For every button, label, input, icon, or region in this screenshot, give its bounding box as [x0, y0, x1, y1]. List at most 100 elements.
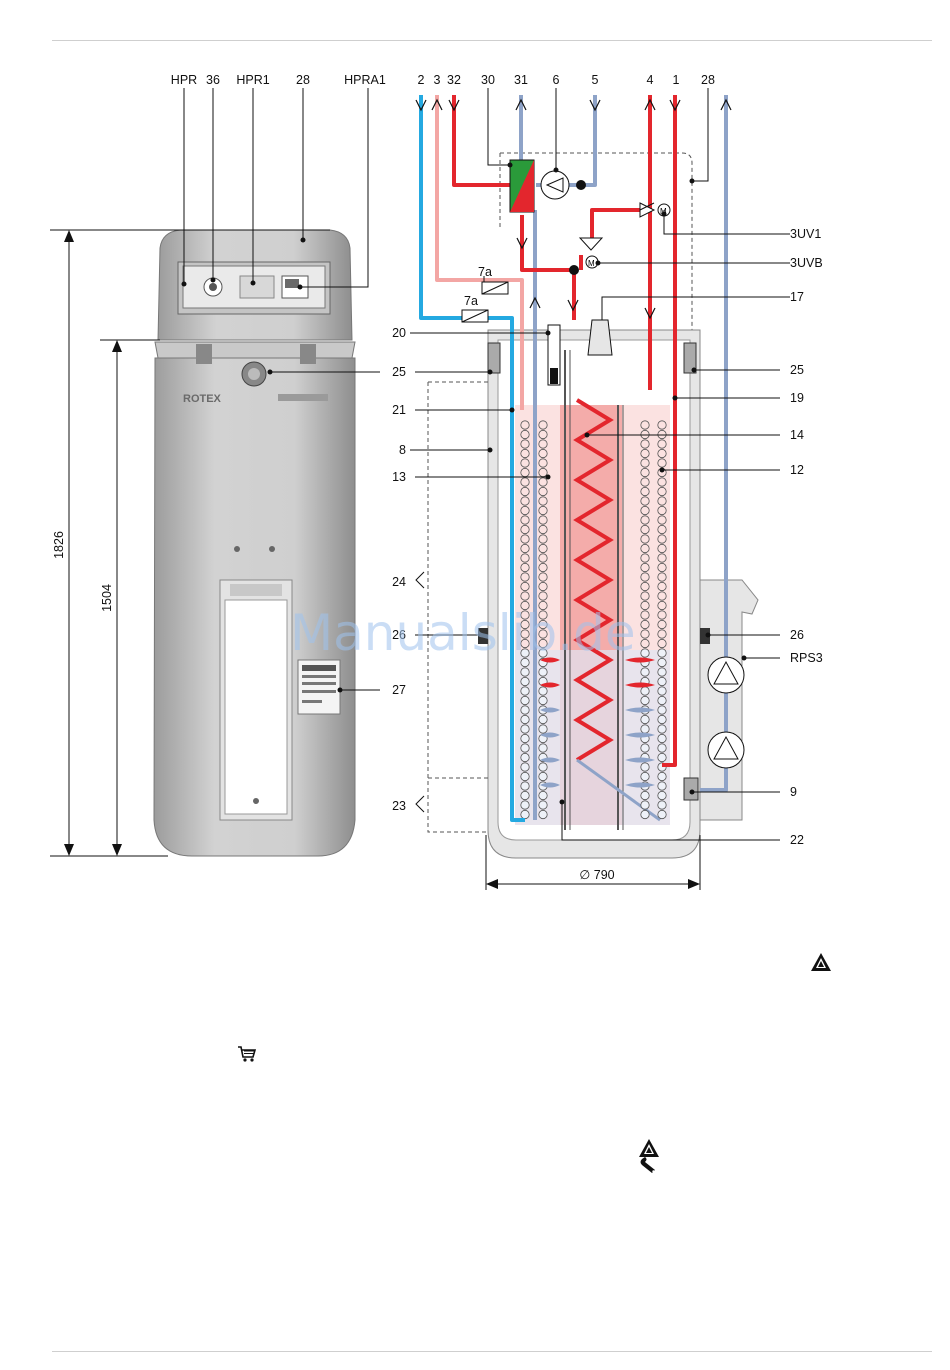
coil-tube	[641, 563, 649, 571]
coil-tube	[641, 763, 649, 771]
coil-tube	[539, 573, 547, 581]
coil-tube	[658, 601, 666, 609]
coil-tube	[658, 497, 666, 505]
coil-tube	[641, 649, 649, 657]
label-6: 6	[553, 73, 560, 87]
coil-tube	[521, 753, 529, 761]
coil-tube	[641, 535, 649, 543]
label-32: 32	[447, 73, 461, 87]
coil-tube	[521, 763, 529, 771]
coil-tube	[521, 725, 529, 733]
label-rps3: RPS3	[790, 651, 823, 665]
warning-icon	[638, 1138, 660, 1158]
label-7a-lower: 7a	[464, 294, 478, 308]
coil-tube	[641, 459, 649, 467]
coil-tube	[658, 544, 666, 552]
dimension-diameter: ∅ 790	[579, 868, 614, 882]
svg-text:M: M	[588, 259, 595, 268]
label-28-right: 28	[701, 73, 715, 87]
label-2: 2	[418, 73, 425, 87]
coil-tube	[539, 525, 547, 533]
coil-tube	[658, 525, 666, 533]
coil-tube	[641, 516, 649, 524]
label-1: 1	[673, 73, 680, 87]
wrench-icon	[638, 1157, 660, 1175]
coil-tube	[539, 497, 547, 505]
coil-tube	[658, 639, 666, 647]
coil-tube	[641, 725, 649, 733]
label-9: 9	[790, 785, 797, 799]
coil-tube	[539, 687, 547, 695]
coil-tube	[658, 801, 666, 809]
coil-tube	[521, 573, 529, 581]
coil-tube	[521, 677, 529, 685]
coil-tube	[658, 459, 666, 467]
coil-tube	[539, 478, 547, 486]
coil-tube	[641, 487, 649, 495]
coil-tube	[658, 734, 666, 742]
coil-tube	[521, 744, 529, 752]
coil-tube	[539, 725, 547, 733]
label-hpr1: HPR1	[236, 73, 269, 87]
coil-tube	[641, 478, 649, 486]
coil-tube	[521, 687, 529, 695]
label-25-left: 25	[392, 365, 406, 379]
coil-tube	[521, 592, 529, 600]
label-19: 19	[790, 391, 804, 405]
coil-tube	[641, 525, 649, 533]
coil-tube	[521, 668, 529, 676]
coil-tube	[641, 801, 649, 809]
unit-exterior: ROTEX	[154, 230, 355, 856]
label-21: 21	[392, 403, 406, 417]
coil-tube	[641, 497, 649, 505]
coil-tube	[641, 554, 649, 562]
coil-tube	[641, 744, 649, 752]
coil-tube	[641, 772, 649, 780]
coil-tube	[539, 535, 547, 543]
label-17: 17	[790, 290, 804, 304]
coil-tube	[658, 506, 666, 514]
coil-tube	[521, 440, 529, 448]
coil-tube	[539, 582, 547, 590]
label-3uv1: 3UV1	[790, 227, 821, 241]
coil-tube	[658, 421, 666, 429]
coil-tube	[521, 734, 529, 742]
label-12: 12	[790, 463, 804, 477]
coil-tube	[521, 715, 529, 723]
coil-tube	[658, 696, 666, 704]
coil-tube	[521, 506, 529, 514]
coil-tube	[658, 592, 666, 600]
coil-tube	[658, 554, 666, 562]
coil-tube	[521, 497, 529, 505]
coil-tube	[658, 677, 666, 685]
coil-tube	[641, 696, 649, 704]
coil-tube	[658, 706, 666, 714]
coil-tube	[641, 468, 649, 476]
coil-tube	[658, 449, 666, 457]
coil-tube	[658, 478, 666, 486]
label-3uvb: 3UVB	[790, 256, 823, 270]
coil-tube	[521, 801, 529, 809]
coil-tube	[641, 440, 649, 448]
coil-tube	[539, 763, 547, 771]
label-4: 4	[647, 73, 654, 87]
coil-tube	[539, 421, 547, 429]
coil-tube	[641, 592, 649, 600]
dimension-total-height: 1826	[52, 531, 66, 559]
coil-tube	[658, 563, 666, 571]
label-22: 22	[790, 833, 804, 847]
label-3: 3	[434, 73, 441, 87]
coil-tube	[539, 544, 547, 552]
coil-tube	[539, 696, 547, 704]
label-24: 24	[392, 575, 406, 589]
coil-tube	[521, 421, 529, 429]
coil-tube	[658, 516, 666, 524]
coil-tube	[521, 516, 529, 524]
coil-tube	[658, 535, 666, 543]
coil-tube	[658, 620, 666, 628]
label-26-right: 26	[790, 628, 804, 642]
coil-tube	[641, 810, 649, 818]
coil-tube	[641, 687, 649, 695]
coil-tube	[658, 687, 666, 695]
